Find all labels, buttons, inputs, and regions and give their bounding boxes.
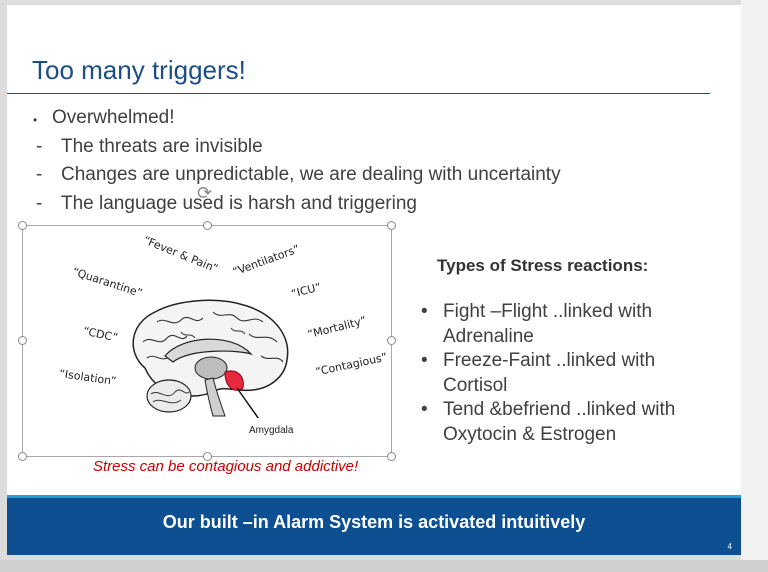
resize-handle-top-left[interactable] — [18, 221, 27, 230]
stress-type-text: Tend &befriend ..linked with Oxytocin & … — [443, 399, 676, 445]
bullet-text: The language used is harsh and triggerin… — [61, 192, 417, 214]
bullet-text: Changes are unpredictable, we are dealin… — [61, 164, 561, 185]
slide[interactable]: Too many triggers! • Overwhelmed! - The … — [7, 5, 741, 555]
list-item: • Fight –Flight ..linked with Adrenaline — [417, 300, 717, 349]
brain-image-selected[interactable]: “Fever & Pain” “Ventilators” “Quarantine… — [18, 221, 396, 461]
bullet-marker: • — [33, 113, 38, 127]
footer-accent-line — [7, 495, 741, 498]
list-item: • Tend &befriend ..linked with Oxytocin &… — [417, 398, 717, 447]
cerebellum — [146, 379, 192, 413]
resize-handle-top[interactable] — [203, 221, 212, 230]
stress-type-text: Fight –Flight ..linked with Adrenaline — [443, 301, 653, 347]
image-caption[interactable]: Stress can be contagious and addictive! — [93, 458, 359, 475]
bullet-marker: - — [36, 164, 43, 185]
resize-handle-right[interactable] — [387, 336, 396, 345]
trigger-word-quarantine: “Quarantine” — [70, 265, 144, 300]
stress-types-heading[interactable]: Types of Stress reactions: — [437, 256, 649, 275]
resize-handle-bottom-left[interactable] — [18, 452, 27, 461]
resize-handle-top-right[interactable] — [387, 221, 396, 230]
slide-number: 4 — [727, 542, 732, 551]
bullet-text: The threats are invisible — [61, 135, 263, 157]
slide-title[interactable]: Too many triggers! — [32, 55, 246, 85]
trigger-word-mortality: “Mortality” — [306, 313, 368, 342]
rotate-icon[interactable]: ⟳ — [197, 183, 213, 203]
amygdala-label: Amygdala — [249, 425, 294, 436]
bullet-marker: - — [36, 135, 43, 157]
trigger-word-ventilators: “Ventilators” — [230, 242, 302, 279]
resize-handle-bottom-right[interactable] — [387, 452, 396, 461]
trigger-word-isolation: “Isolation” — [58, 367, 118, 388]
bullet-dot-icon: • — [421, 350, 428, 371]
bullet-dot-icon: • — [421, 399, 428, 420]
resize-handle-left[interactable] — [18, 336, 27, 345]
bullet-marker: - — [36, 192, 43, 214]
footer-band: Our built –in Alarm System is activated … — [7, 498, 741, 555]
trigger-word-contagious: “Contagious” — [314, 350, 389, 379]
canvas-margin — [741, 0, 768, 572]
list-item: • Freeze-Faint ..linked with Cortisol — [417, 349, 717, 398]
footer-text[interactable]: Our built –in Alarm System is activated … — [162, 512, 586, 532]
brain-illustration — [132, 299, 289, 418]
trigger-word-icu: “ICU” — [289, 280, 323, 301]
stress-types-list[interactable]: •Fight –Flight ..linked with Adrenaline … — [417, 300, 717, 447]
bullet-text: Overwhelmed! — [52, 107, 175, 128]
trigger-word-fever: “Fever & Pain” — [141, 233, 220, 276]
status-bar — [0, 560, 768, 572]
title-divider — [7, 93, 710, 94]
resize-handle-bottom[interactable] — [203, 452, 212, 461]
trigger-word-cdc: “CDC” — [82, 324, 120, 345]
bullet-dot-icon: • — [421, 301, 428, 322]
stress-type-text: Freeze-Faint ..linked with Cortisol — [443, 350, 656, 396]
